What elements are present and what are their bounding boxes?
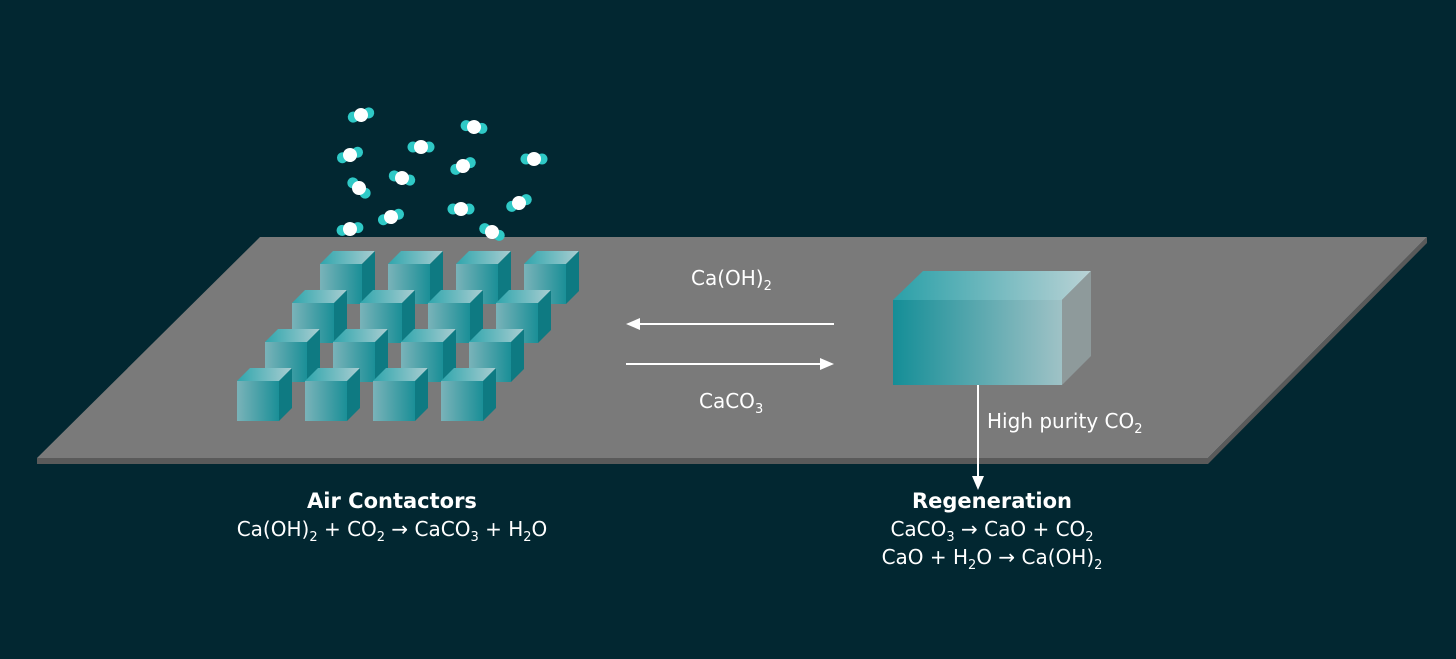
- flow-label-high-purity-co2-sub: 2: [1134, 422, 1143, 437]
- arrow-to-contactors: [626, 318, 834, 330]
- co2-molecule-icon: [347, 177, 371, 199]
- contactor-cube-icon: [305, 368, 360, 421]
- co2-molecule-icon: [407, 140, 435, 154]
- co2-molecule-icon: [447, 202, 475, 216]
- contactor-cube-icon: [524, 251, 579, 304]
- air-contactors-equation: Ca(OH)2 + CO2 → CaCO3 + H2O: [236, 517, 548, 545]
- co2-molecule-icon: [460, 120, 488, 134]
- co2-molecule-icon: [336, 146, 364, 164]
- flow-label-caoh2-sub: 2: [763, 279, 772, 294]
- contactor-cube-icon: [469, 329, 524, 382]
- contactor-cube-icon: [237, 368, 292, 421]
- contactor-cube-icon: [373, 368, 428, 421]
- flow-label-caoh2-text: Ca(OH): [691, 266, 764, 290]
- co2-molecule-icon: [450, 157, 476, 175]
- contactor-cube-icon: [441, 368, 496, 421]
- flow-label-caoh2: Ca(OH)2: [691, 266, 772, 293]
- arrow-high-purity-co2: [972, 385, 984, 490]
- arrow-to-regeneration: [626, 358, 834, 370]
- co2-molecule-icon: [479, 223, 505, 241]
- flow-label-caco3-text: CaCO: [699, 389, 755, 413]
- co2-molecules: [336, 107, 548, 241]
- flow-label-high-purity-co2-text: High purity CO: [987, 409, 1135, 433]
- regeneration-caption: Regeneration CaCO3 → CaO + CO2 CaO + H2O…: [792, 487, 1192, 573]
- flow-label-high-purity-co2: High purity CO2: [987, 409, 1143, 436]
- co2-molecule-icon: [506, 194, 532, 212]
- flow-label-caco3-sub: 3: [754, 402, 764, 417]
- co2-molecule-icon: [347, 107, 375, 123]
- co2-molecule-icon: [520, 152, 548, 166]
- contactor-cube-icon: [456, 251, 511, 304]
- regeneration-block-icon: [893, 271, 1091, 385]
- co2-molecule-icon: [377, 208, 405, 226]
- co2-molecule-icon: [388, 170, 416, 186]
- regeneration-equation-2: CaO + H2O → Ca(OH)2: [881, 545, 1103, 573]
- regeneration-equation-1: CaCO3 → CaO + CO2: [890, 517, 1094, 545]
- air-contactors-caption: Air Contactors Ca(OH)2 + CO2 → CaCO3 + H…: [192, 487, 592, 545]
- flow-label-caco3: CaCO3: [699, 389, 763, 416]
- regeneration-title: Regeneration: [911, 489, 1073, 513]
- air-contactors-title: Air Contactors: [307, 489, 477, 513]
- co2-molecule-icon: [336, 222, 364, 236]
- air-contactors-array: [237, 251, 579, 421]
